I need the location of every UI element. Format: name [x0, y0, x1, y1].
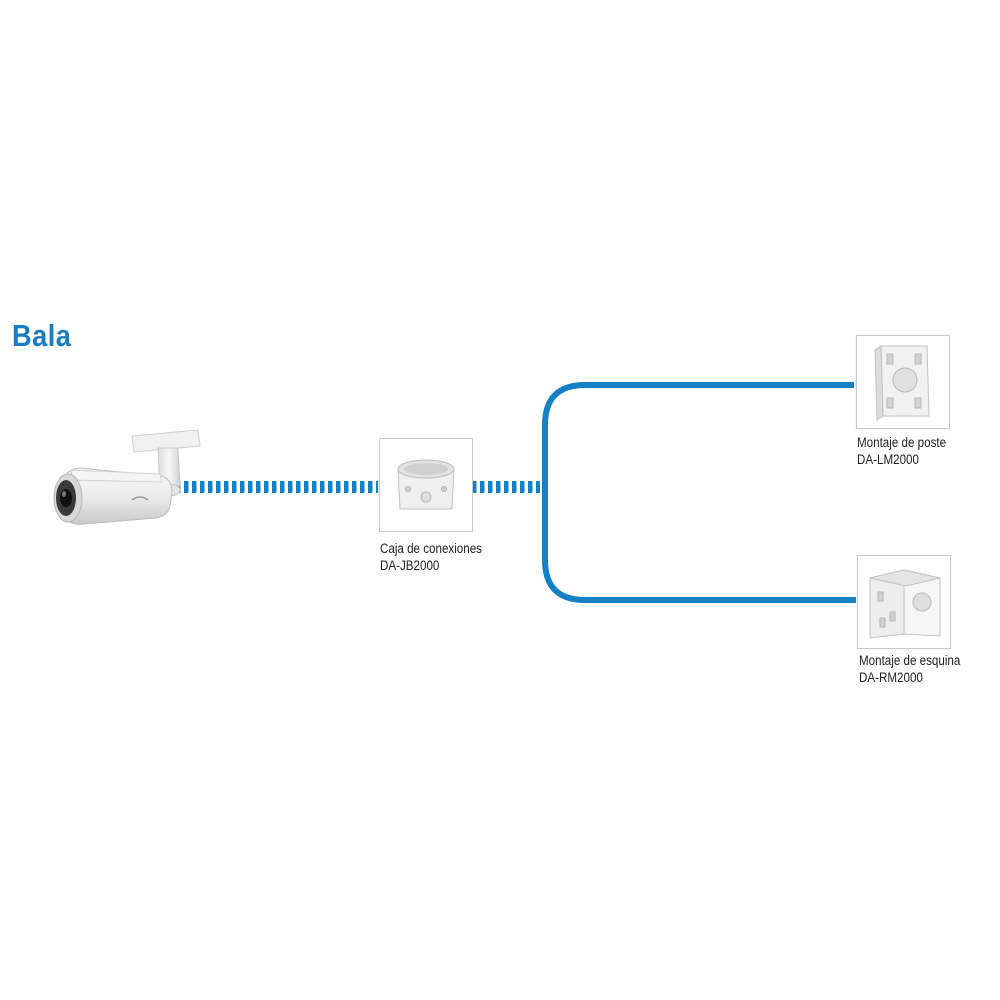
diagram-title: Bala — [12, 318, 72, 353]
pole-mount-icon — [874, 345, 930, 421]
pole-mount-frame — [856, 335, 950, 429]
junction-box-frame — [379, 438, 473, 532]
pole-mount-label: Montaje de poste — [857, 435, 947, 450]
corner-mount-frame — [857, 555, 951, 649]
junction-box-label: Caja de conexiones — [380, 541, 482, 556]
dashed-link-camera-to-junction — [178, 481, 378, 493]
pole-mount-model: DA-LM2000 — [857, 452, 919, 467]
corner-mount-icon — [869, 569, 941, 639]
junction-box-caption: Caja de conexiones DA-JB2000 — [380, 540, 482, 574]
corner-mount-model: DA-RM2000 — [859, 670, 923, 685]
corner-mount-caption: Montaje de esquina DA-RM2000 — [859, 652, 960, 686]
junction-box-icon — [397, 459, 455, 510]
dashed-link-junction-to-branch — [472, 481, 540, 493]
corner-mount-label: Montaje de esquina — [859, 653, 961, 668]
junction-box-model: DA-JB2000 — [380, 558, 440, 573]
branch-line — [542, 382, 856, 603]
pole-mount-caption: Montaje de poste DA-LM2000 — [857, 434, 946, 468]
